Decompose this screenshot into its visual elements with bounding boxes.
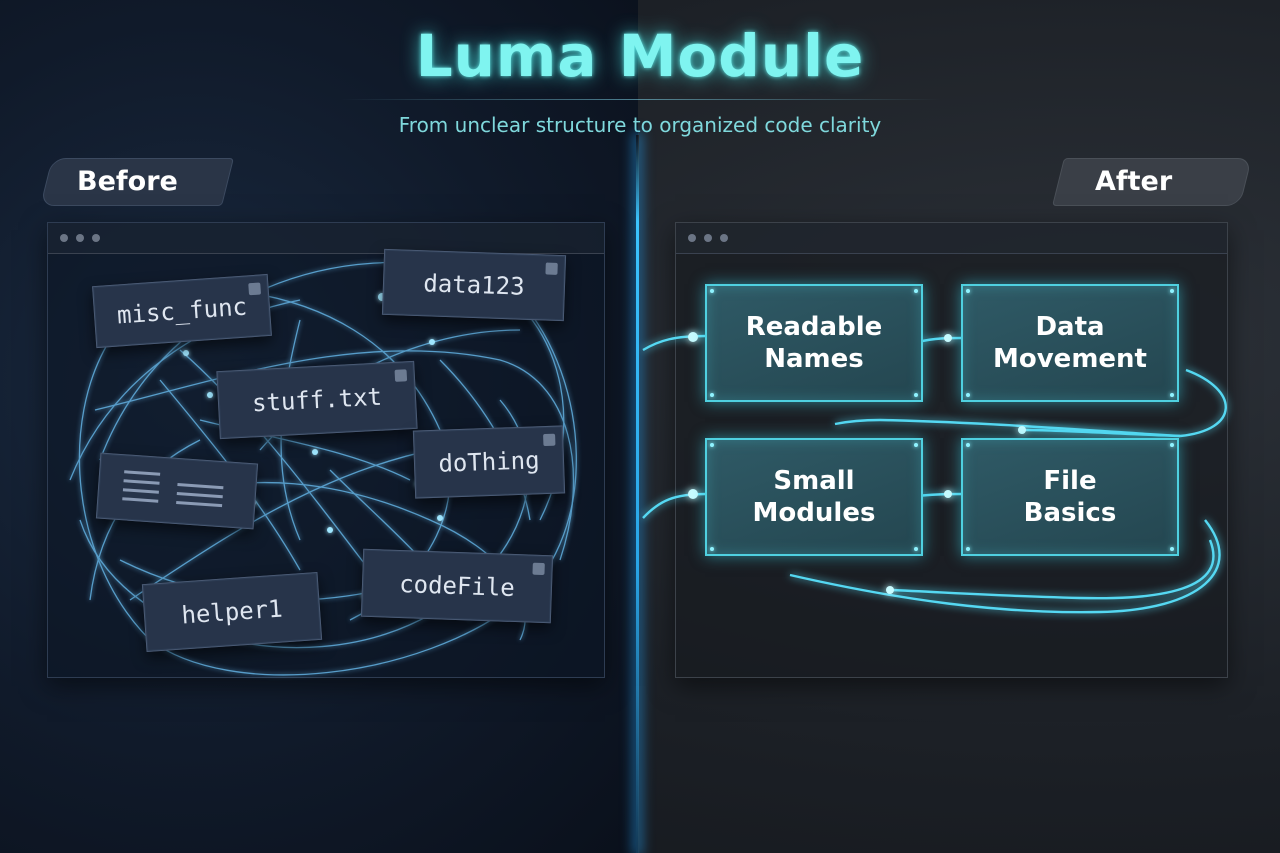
title-divider [340, 99, 940, 100]
card-label: data123 [422, 269, 526, 301]
code-card-dothing: doThing [412, 425, 566, 499]
card-label: stuff.txt [251, 382, 383, 418]
window-dot-icon [704, 234, 712, 242]
code-card-document [95, 452, 259, 530]
center-divider-glow [636, 135, 639, 853]
box-line-1: Small [773, 466, 855, 496]
box-line-1: File [1043, 466, 1097, 496]
card-label: helper1 [180, 594, 284, 630]
document-lines-icon [122, 470, 164, 509]
window-dot-icon [720, 234, 728, 242]
code-card-misc-func: misc_func [92, 273, 272, 349]
after-window-titlebar [676, 223, 1227, 254]
page-subtitle: From unclear structure to organized code… [398, 113, 882, 137]
window-dot-icon [60, 234, 68, 242]
after-label-tab: After [1052, 158, 1252, 206]
window-dot-icon [76, 234, 84, 242]
page-title: Luma Module [415, 22, 865, 90]
box-line-1: Data [1035, 312, 1105, 342]
window-dot-icon [688, 234, 696, 242]
before-window-titlebar [48, 223, 604, 254]
card-label: codeFile [398, 569, 516, 603]
box-line-1: Readable [745, 312, 883, 342]
before-label: Before [77, 166, 178, 197]
card-corner-icon [394, 369, 408, 382]
after-label: After [1095, 166, 1173, 197]
box-line-2: Movement [993, 344, 1147, 374]
box-line-2: Basics [1023, 498, 1117, 528]
card-corner-icon [543, 433, 556, 447]
code-card-stuff-txt: stuff.txt [216, 360, 418, 440]
code-card-data123: data123 [381, 248, 567, 322]
window-dot-icon [92, 234, 100, 242]
box-line-2: Modules [752, 498, 876, 528]
card-corner-icon [248, 282, 262, 296]
before-label-tab: Before [40, 158, 234, 206]
code-card-helper1: helper1 [141, 571, 323, 653]
card-label: doThing [437, 446, 541, 478]
document-lines-icon [176, 483, 228, 513]
code-card-codefile: codeFile [360, 548, 554, 624]
box-line-2: Names [764, 344, 864, 374]
card-label: misc_func [116, 292, 248, 330]
card-corner-icon [545, 262, 558, 275]
card-corner-icon [532, 562, 545, 576]
